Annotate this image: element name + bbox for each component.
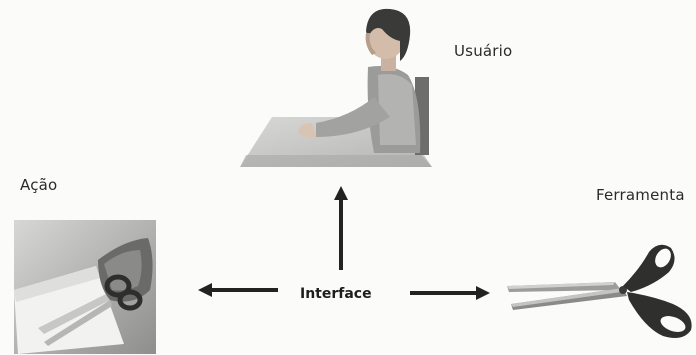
arrow-to-user: [334, 186, 348, 270]
arrow-to-action: [198, 283, 278, 297]
arrow-to-tool: [410, 286, 490, 300]
tool-label: Ferramenta: [596, 186, 685, 204]
person-at-desk-icon: [240, 8, 432, 167]
hand-cutting-paper-icon: [14, 220, 156, 354]
action-label: Ação: [20, 176, 58, 194]
user-label: Usuário: [454, 42, 513, 60]
scissors-icon: [507, 244, 692, 338]
interface-label: Interface: [300, 286, 372, 302]
